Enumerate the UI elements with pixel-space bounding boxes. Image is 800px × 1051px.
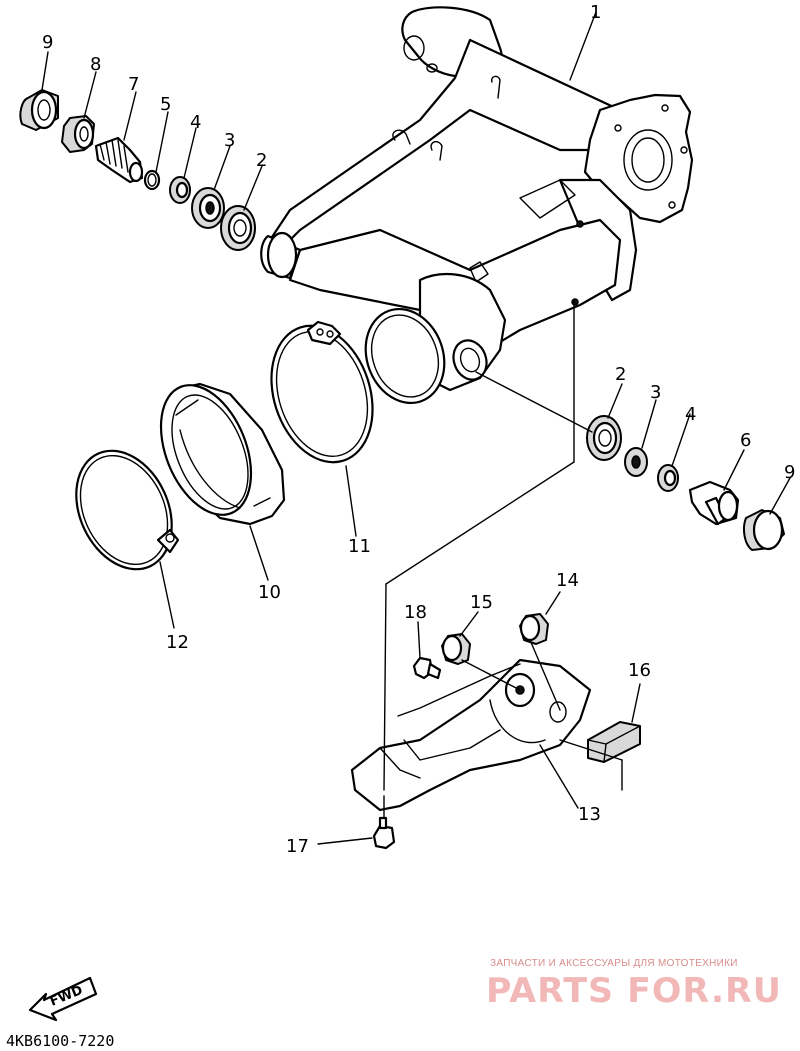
part-13-guard (350, 658, 592, 812)
diagram-code: 4KB6100-7220 (6, 1032, 114, 1050)
callout-14: 14 (556, 570, 579, 591)
fwd-arrow-icon: FWD (28, 976, 98, 1022)
part-16-block (587, 721, 641, 763)
callout-9-left: 9 (42, 32, 53, 53)
part-5-o-ring (143, 169, 161, 191)
part-14-damper (519, 613, 549, 645)
callout-12: 12 (166, 632, 189, 653)
callout-15: 15 (470, 592, 493, 613)
part-10-boot (159, 382, 286, 526)
callout-9-right: 9 (784, 462, 795, 483)
part-3-right-seal (624, 447, 648, 477)
callout-1: 1 (590, 2, 601, 23)
callout-3-right: 3 (650, 382, 661, 403)
callout-labels: 1 2 3 4 5 7 8 9 2 3 4 6 9 10 11 12 13 14… (42, 2, 795, 857)
part-18-bolt (412, 656, 442, 680)
watermark-brand: PARTS FOR.RU (486, 971, 782, 1011)
part-15-damper (441, 633, 471, 665)
part-7-pivot-shaft (94, 136, 144, 184)
part-9-right-cap (743, 509, 785, 551)
callout-11: 11 (348, 536, 371, 557)
callout-8: 8 (90, 54, 101, 75)
callout-17: 17 (286, 836, 309, 857)
part-12-band (75, 449, 180, 571)
part-4-right-collar (657, 464, 679, 492)
part-2-left-bearing (220, 205, 256, 251)
callout-3-left: 3 (224, 130, 235, 151)
watermark: ЗАПЧАСТИ И АКСЕССУАРЫ ДЛЯ МОТОТЕХНИКИ PA… (486, 958, 782, 1011)
callout-10: 10 (258, 582, 281, 603)
watermark-tagline: ЗАПЧАСТИ И АКСЕССУАРЫ ДЛЯ МОТОТЕХНИКИ (490, 958, 738, 969)
part-17-bolt (372, 816, 396, 850)
callout-5: 5 (160, 94, 171, 115)
callout-13: 13 (578, 804, 601, 825)
part-3-left-seal (191, 187, 225, 229)
leader-lines (41, 11, 791, 845)
part-9-left-cap (19, 89, 59, 131)
part-4-left-collar (169, 176, 191, 204)
callout-7: 7 (128, 74, 139, 95)
callout-2-left: 2 (256, 150, 267, 171)
part-1-rear-arm (260, 6, 694, 405)
part-8-nut (61, 115, 95, 153)
part-2-right-bearing (586, 415, 622, 461)
callout-6: 6 (740, 430, 751, 451)
part-6-pivot-bolt (688, 480, 740, 526)
part-11-gasket (270, 320, 374, 464)
callout-4-left: 4 (190, 112, 201, 133)
callout-16: 16 (628, 660, 651, 681)
callout-2-right: 2 (615, 364, 626, 385)
callout-18: 18 (404, 602, 427, 623)
callout-4-right: 4 (685, 404, 696, 425)
